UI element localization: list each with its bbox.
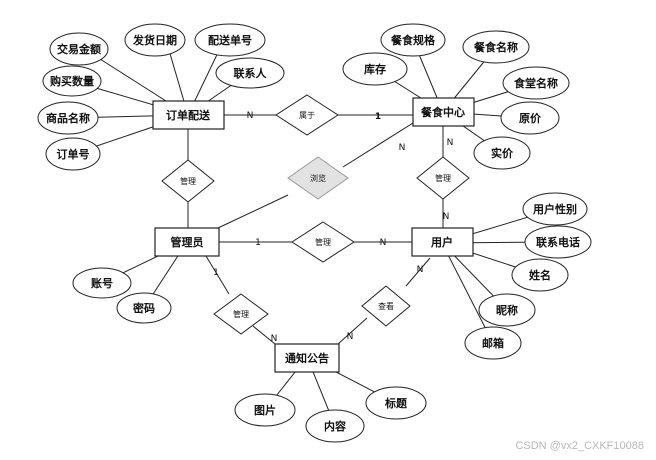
attr-user-name: 姓名 [529, 268, 551, 282]
attr-meal-name: 餐食名称 [473, 40, 518, 54]
attr-user-phone-ellipse [524, 225, 592, 259]
rel-manage-center-label: 管理 [435, 173, 451, 183]
attr-meal-spec: 餐食规格 [390, 33, 436, 47]
attr-stock: 库存 [364, 62, 386, 76]
attr-notice-image-ellipse [234, 393, 296, 427]
attr-canteen-name-ellipse [502, 66, 570, 100]
attr-meal-spec-ellipse [380, 23, 446, 57]
attr-product-name-ellipse [37, 101, 99, 135]
attr-order-amount: 交易金额 [57, 42, 101, 56]
card-notice-right: N [347, 332, 354, 342]
attr-ship-date-ellipse [124, 23, 186, 57]
rel-manage-user-label: 管理 [315, 237, 331, 247]
rel-manage-center-diamond [416, 156, 470, 200]
card-admin-manage: 1 [255, 238, 261, 248]
attr-notice-title-ellipse [365, 386, 427, 420]
entity-admin-label: 管理员 [171, 235, 204, 249]
entity-user-box [411, 227, 474, 257]
attr-user-nickname-ellipse [478, 293, 536, 327]
rel-view-label: 查看 [378, 301, 394, 311]
attr-qty: 购买数量 [50, 74, 94, 88]
attr-notice-image: 图片 [254, 403, 276, 417]
rel-belongs-label: 属于 [299, 111, 315, 120]
attr-user-email-ellipse [464, 326, 522, 360]
attr-qty-ellipse [42, 65, 102, 97]
rel-manage-order-label: 管理 [180, 176, 196, 186]
entity-shapes [152, 97, 475, 373]
attr-user-email: 邮箱 [482, 336, 504, 350]
attr-contact: 联系人 [234, 66, 268, 80]
relationship-shapes [161, 94, 470, 335]
attr-meal-name-ellipse [462, 30, 530, 64]
attr-user-gender-ellipse [522, 192, 588, 226]
card-center-belongs: 1 [375, 112, 381, 122]
rel-browse-diamond [287, 156, 349, 200]
attr-actual-price: 实价 [491, 146, 514, 160]
attr-order-no-ellipse [45, 137, 101, 171]
attr-contact-ellipse [215, 57, 285, 89]
card-notice-left: N [271, 334, 278, 344]
card-admin-down: 1 [213, 268, 219, 278]
attr-product-name: 商品名称 [46, 111, 90, 125]
attr-user-name-ellipse [511, 258, 569, 292]
attr-order-no: 订单号 [57, 147, 90, 161]
rel-belongs-diamond [275, 94, 339, 136]
watermark: CSDN @vx2_CXKF10088 [515, 440, 644, 452]
card-user-view: N [417, 265, 424, 275]
attribute-shapes [37, 23, 592, 443]
entity-order-label: 订单配送 [166, 108, 211, 122]
rel-manage-order-diamond [161, 159, 215, 203]
rel-browse-label: 浏览 [310, 173, 326, 183]
attr-notice-title: 标题 [384, 396, 408, 410]
entity-center-label: 餐食中心 [420, 105, 465, 119]
attr-user-phone: 联系电话 [536, 235, 580, 249]
card-center-browse: N [399, 143, 406, 153]
rel-manage-notice-label: 管理 [233, 309, 249, 319]
entity-center-box [412, 97, 475, 127]
attr-user-gender: 用户性别 [533, 202, 577, 216]
rel-manage-user-diamond [291, 221, 355, 263]
attr-user-nickname: 昵称 [496, 303, 518, 317]
attr-notice-content-ellipse [305, 409, 365, 443]
attr-original-price: 原价 [519, 112, 542, 125]
attr-original-price-ellipse [500, 101, 560, 135]
rel-manage-notice-diamond [213, 293, 269, 335]
attr-admin-password-ellipse [116, 292, 172, 324]
card-user-manage: N [380, 238, 387, 248]
attr-admin-password: 密码 [133, 301, 155, 315]
entity-notice-label: 通知公告 [285, 351, 329, 365]
attr-canteen-name: 食堂名称 [514, 76, 558, 90]
attr-ship-date: 发货日期 [132, 33, 177, 47]
attr-actual-price-ellipse [473, 136, 531, 170]
attr-notice-content: 内容 [324, 419, 346, 433]
card-order-belongs: N [247, 111, 254, 121]
attr-stock-ellipse [342, 52, 408, 86]
entity-user-label: 用户 [431, 235, 453, 249]
attr-admin-account-ellipse [72, 267, 132, 299]
entity-notice-box [274, 343, 340, 373]
card-user-browse-side: N [443, 212, 450, 222]
card-center-top: N [447, 138, 454, 148]
attr-delivery-no-ellipse [194, 23, 266, 57]
entity-admin-box [154, 227, 220, 257]
attr-order-amount-ellipse [49, 32, 109, 66]
attr-admin-account: 账号 [91, 276, 113, 290]
rel-view-diamond [361, 285, 411, 327]
entity-order-box [152, 100, 225, 130]
attr-delivery-no: 配送单号 [208, 33, 252, 47]
